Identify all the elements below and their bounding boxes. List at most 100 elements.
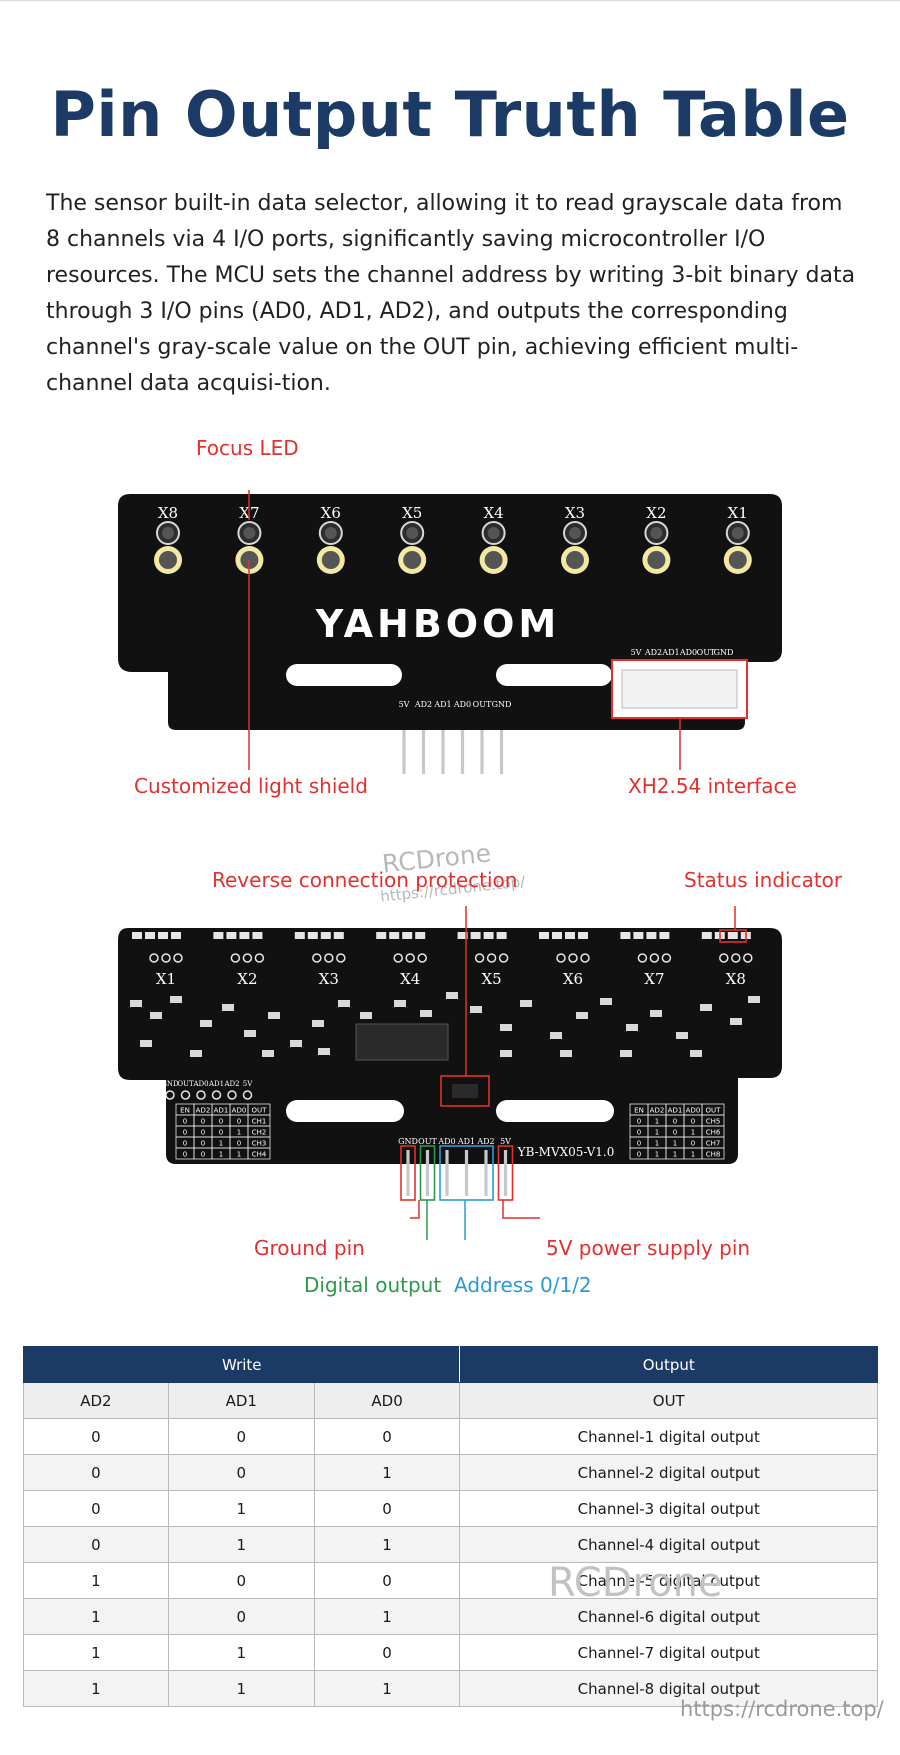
header-pin-label: 5V xyxy=(399,700,410,709)
table-cell: 1 xyxy=(167,1670,315,1707)
mini-table-text: EN xyxy=(634,1107,644,1115)
smd-part xyxy=(560,1050,572,1057)
smd-part xyxy=(150,1012,162,1019)
resistor xyxy=(578,932,588,939)
power-pin-leader xyxy=(502,1200,540,1219)
mini-table-text: 0 xyxy=(637,1140,641,1148)
table-cell: 0 xyxy=(313,1562,461,1599)
mini-table-text: AD2 xyxy=(196,1107,211,1115)
smd-part xyxy=(394,1000,406,1007)
smd-part xyxy=(676,1032,688,1039)
smd-part xyxy=(576,1012,588,1019)
ground-pin-leader xyxy=(410,1200,420,1219)
connector-pin-label: 5V xyxy=(631,648,642,657)
mini-table-text: 0 xyxy=(183,1118,187,1126)
back-pin-row-label: 5V xyxy=(243,1080,253,1088)
via-hole xyxy=(336,953,346,963)
receiver-led-core xyxy=(487,527,500,539)
callout-focus-led: Focus LED xyxy=(196,436,299,460)
ground-pin-box xyxy=(400,1145,416,1201)
table-cell: 1 xyxy=(23,1670,169,1707)
via-hole xyxy=(405,953,415,963)
smd-part xyxy=(620,1050,632,1057)
via-hole xyxy=(498,953,509,963)
smd-part xyxy=(420,1010,432,1017)
mini-table-text: 0 xyxy=(201,1151,205,1159)
table-cell: 0 xyxy=(313,1418,461,1455)
column-header-ad1: AD1 xyxy=(167,1382,315,1419)
mini-table-text: 0 xyxy=(637,1118,641,1126)
sensor-label: X2 xyxy=(646,504,666,522)
back-header-pin xyxy=(445,1150,449,1196)
mini-table-text: 1 xyxy=(655,1151,659,1159)
mini-table-text: 1 xyxy=(219,1140,223,1148)
smd-part xyxy=(748,996,760,1003)
channel-label: X2 xyxy=(237,970,257,988)
mini-table-text: 1 xyxy=(237,1129,241,1137)
resistor xyxy=(565,932,575,939)
mini-table-text: 0 xyxy=(183,1129,187,1137)
protection-diode-box xyxy=(440,1075,490,1107)
smd-part xyxy=(700,1004,712,1011)
via-hole xyxy=(568,953,578,963)
smd-part xyxy=(650,1010,662,1017)
table-cell: Channel-2 digital output xyxy=(459,1454,878,1491)
via-hole xyxy=(417,953,427,963)
table-cell: 0 xyxy=(23,1526,169,1563)
resistor xyxy=(402,932,413,939)
back-slot-left xyxy=(286,1100,404,1122)
back-header-label: AD0 xyxy=(437,1137,455,1146)
table-cell: 0 xyxy=(313,1490,461,1527)
table-cell: 0 xyxy=(23,1454,169,1491)
table-cell: Channel-1 digital output xyxy=(459,1418,878,1455)
mini-table-text: CH6 xyxy=(706,1129,721,1137)
resistor xyxy=(552,932,562,939)
pad-hole xyxy=(196,1090,206,1100)
mini-table-text: 0 xyxy=(673,1129,677,1137)
header-pin xyxy=(421,730,426,774)
mini-table-text: 0 xyxy=(637,1151,641,1159)
callout-light-shield: Customized light shield xyxy=(134,774,368,798)
mini-table-text: AD1 xyxy=(668,1107,683,1115)
resistor xyxy=(145,932,155,939)
via-hole xyxy=(556,953,566,963)
mini-table-text: 1 xyxy=(655,1118,659,1126)
mini-table-cell-border xyxy=(701,1147,725,1160)
channel-label: X3 xyxy=(319,970,339,988)
via-hole xyxy=(173,953,183,963)
mini-table-text: CH2 xyxy=(252,1129,267,1137)
front-board-illustration: X8X7X6X5X4X3X2X1 YAHBOOM 5VAD2AD1AD0OUTG… xyxy=(118,490,782,774)
pad-hole xyxy=(211,1090,222,1100)
mini-table-text: 1 xyxy=(691,1151,695,1159)
resistor xyxy=(470,932,481,939)
mini-table-text: CH7 xyxy=(706,1140,721,1148)
resistor xyxy=(252,932,263,939)
pad-hole xyxy=(180,1090,191,1100)
resistor xyxy=(539,932,549,939)
smd-part xyxy=(626,1024,638,1031)
callout-status-indicator: Status indicator xyxy=(684,868,843,892)
mini-table-text: EN xyxy=(180,1107,190,1115)
table-cell: 1 xyxy=(313,1598,461,1635)
callout-power-pin: 5V power supply pin xyxy=(546,1236,751,1260)
table-cell: 1 xyxy=(313,1454,461,1491)
back-board-body xyxy=(118,928,782,1164)
mini-table-text: 1 xyxy=(655,1140,659,1148)
via-hole xyxy=(230,953,241,963)
pad-hole xyxy=(242,1090,253,1100)
mini-table-text: 0 xyxy=(201,1140,205,1148)
callout-ground-pin: Ground pin xyxy=(254,1236,365,1260)
header-pin xyxy=(480,730,484,774)
resistor xyxy=(171,932,181,939)
mini-table-text: 1 xyxy=(237,1151,241,1159)
callout-reverse-protection: Reverse connection protection xyxy=(212,868,518,892)
